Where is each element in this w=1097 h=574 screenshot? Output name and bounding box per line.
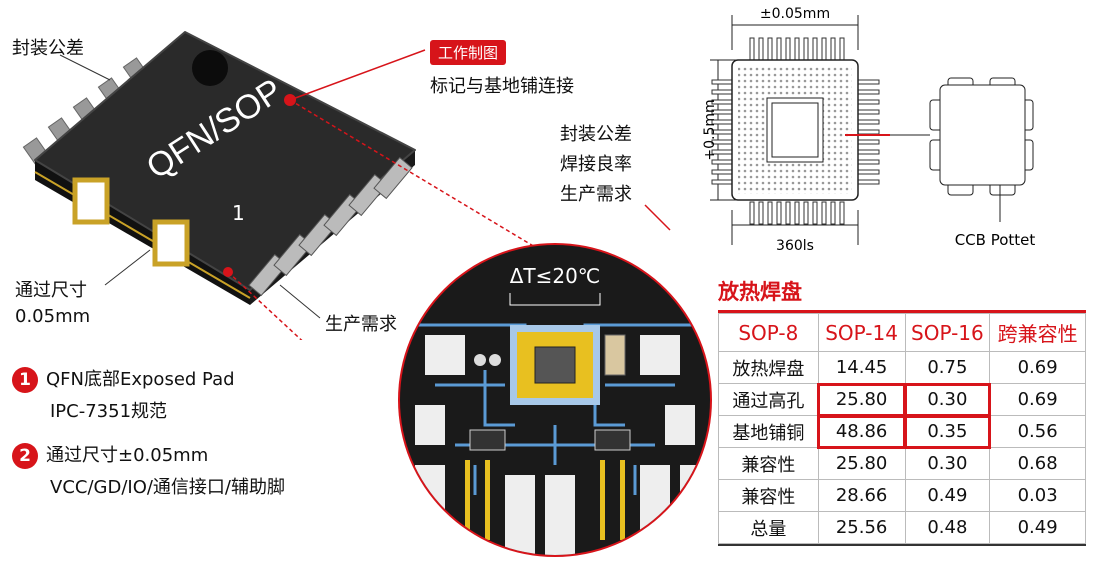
pin1-dimple xyxy=(192,50,228,86)
package-tolerance-label: 封装公差 xyxy=(12,38,84,59)
table-cell: 基地铺铜 xyxy=(718,415,819,448)
note-item: 生产需求 xyxy=(560,184,632,205)
table-cell: 0.30 xyxy=(904,447,991,480)
note-item: 焊接良率 xyxy=(560,154,632,175)
table-cell: 25.80 xyxy=(817,447,906,480)
via-size-label: 通过尺寸 xyxy=(15,280,87,301)
table-cell: 0.48 xyxy=(904,511,991,544)
table-cell: 25.56 xyxy=(817,511,906,544)
table-cell: 兼容性 xyxy=(718,447,819,480)
legend-item-1: 1 QFN底部Exposed Pad IPC-7351规范 xyxy=(12,364,235,428)
exposed-pad-2 xyxy=(152,219,190,267)
table-cell: 总量 xyxy=(718,511,819,544)
highlighted-cell: 0.35 xyxy=(904,414,991,449)
highlighted-cell: 25.80 xyxy=(817,382,906,417)
marking-connect-label: 标记与基地铺连接 xyxy=(430,76,574,97)
exposed-pad-1 xyxy=(72,177,110,225)
table-cell: 兼容性 xyxy=(718,479,819,512)
qfn-drawing: ±0.05mm +0.5mm 360ls CCB Pottet xyxy=(702,6,1036,254)
drawing-notes: 封装公差 焊接良率 生产需求 xyxy=(560,120,632,210)
legend-text: QFN底部Exposed Pad xyxy=(46,369,235,390)
table-cell: 14.45 xyxy=(817,351,906,384)
table-cell: 放热焊盘 xyxy=(718,351,819,384)
highlighted-cell: 0.30 xyxy=(904,382,991,417)
table-cell: 0.03 xyxy=(989,479,1086,512)
column-header: SOP-8 xyxy=(718,313,819,352)
table-cell: 28.66 xyxy=(817,479,906,512)
production-need-label: 生产需求 xyxy=(325,314,397,335)
table-cell: 0.49 xyxy=(904,479,991,512)
chip-leads-right xyxy=(248,156,413,297)
legend-number: 1 xyxy=(12,367,38,393)
bottom-dimension: 360ls xyxy=(776,238,814,254)
column-header: 跨兼容性 xyxy=(989,313,1086,352)
table-header-row: SOP-8 SOP-14 SOP-16 跨兼容性 xyxy=(718,313,1086,352)
working-drawing-badge: 工作制图 xyxy=(430,40,507,65)
highlighted-cell: 48.86 xyxy=(817,414,906,449)
column-header: SOP-16 xyxy=(904,313,991,352)
table-cell: 0.68 xyxy=(989,447,1086,480)
side-dimension: +0.5mm xyxy=(702,99,718,160)
legend-item-2: 2 通过尺寸±0.05mm VCC/GD/IO/通信接口/辅助脚 xyxy=(12,440,285,504)
table-cell: 0.56 xyxy=(989,415,1086,448)
table-cell: 0.75 xyxy=(904,351,991,384)
chip-illustration: QFN/SOP 1 xyxy=(22,31,541,340)
note-item: 封装公差 xyxy=(560,124,632,145)
legend-text: 通过尺寸±0.05mm xyxy=(46,445,209,466)
column-header: SOP-14 xyxy=(817,313,906,352)
pin-one-label: 1 xyxy=(232,201,245,225)
ccb-pottet-part xyxy=(929,77,1034,196)
table-cell: 0.69 xyxy=(989,383,1086,416)
table-cell: 通过高孔 xyxy=(718,383,819,416)
pcb-inset: ΔT≤20℃ xyxy=(398,243,712,557)
top-dimension: ±0.05mm xyxy=(760,6,830,22)
ccb-pottet-label: CCB Pottet xyxy=(955,231,1036,249)
legend-subtext: IPC-7351规范 xyxy=(50,401,168,422)
via-size-value: 0.05mm xyxy=(15,306,91,327)
legend-number: 2 xyxy=(12,443,38,469)
table-title: 放热焊盘 xyxy=(718,280,802,304)
table-cell: 0.69 xyxy=(989,351,1086,384)
delta-t-label: ΔT≤20℃ xyxy=(510,264,601,288)
table-cell: 0.49 xyxy=(989,511,1086,544)
legend-subtext: VCC/GD/IO/通信接口/辅助脚 xyxy=(50,477,285,498)
